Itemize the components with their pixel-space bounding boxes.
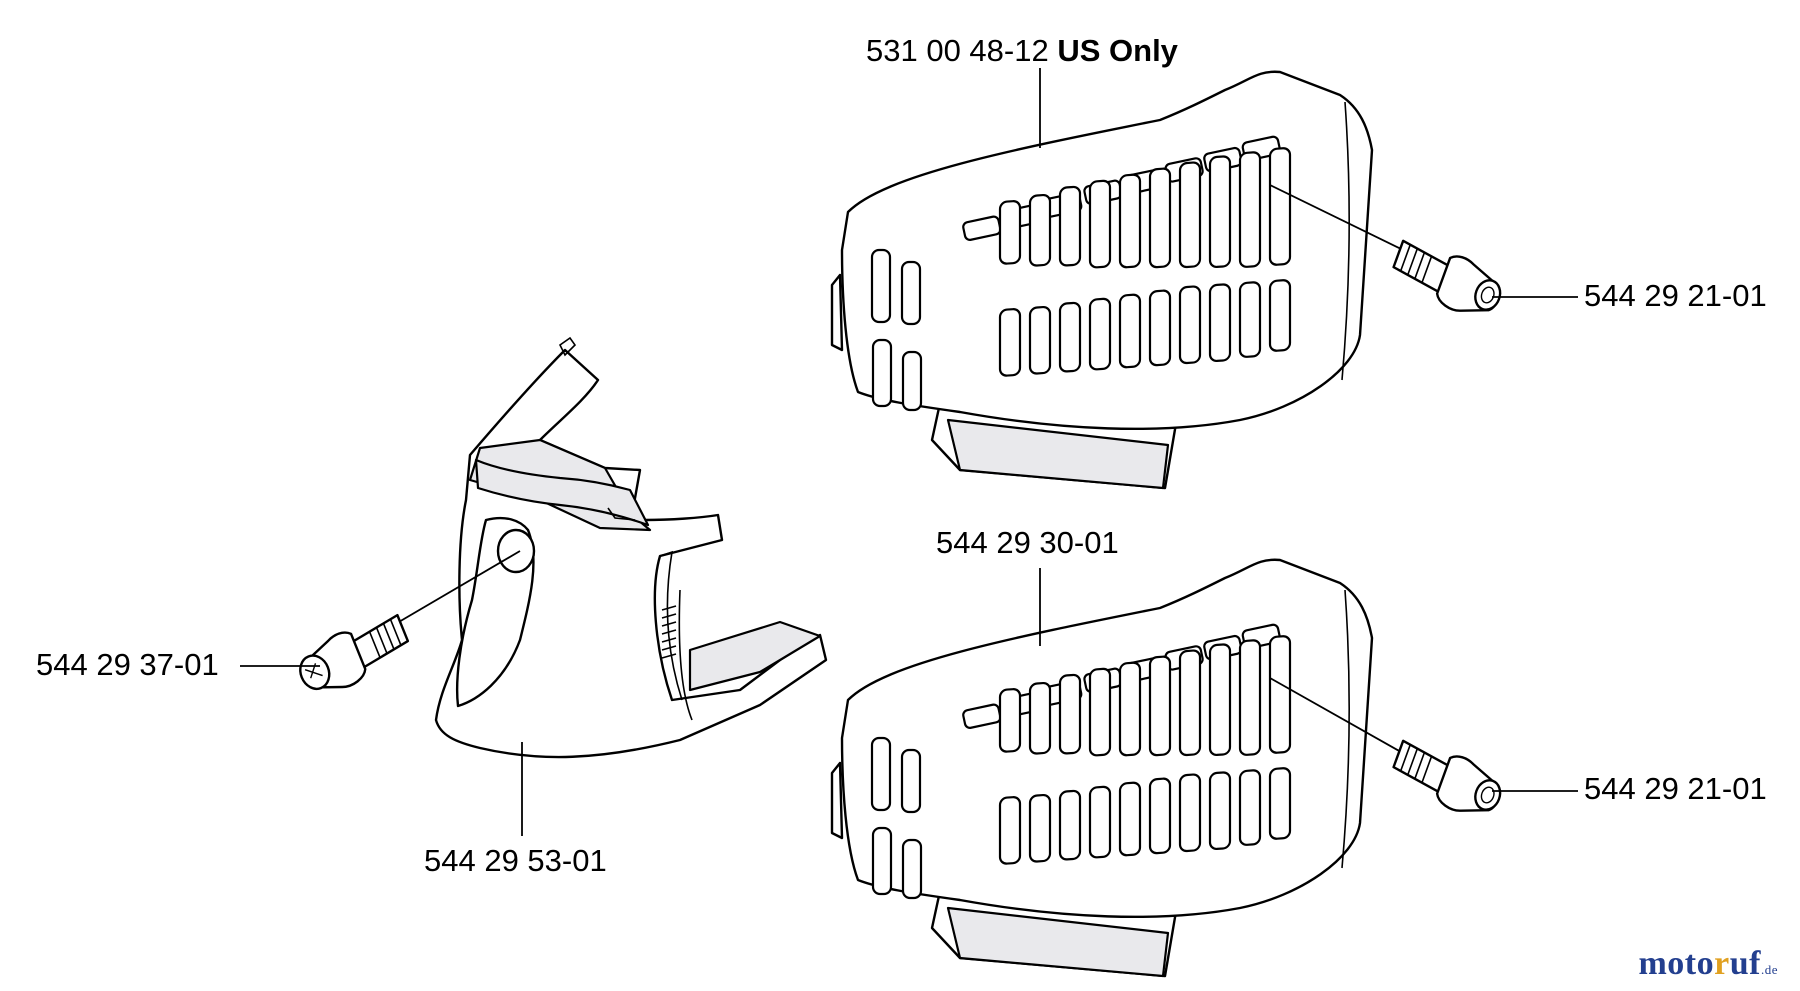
- screw-left: [299, 613, 410, 691]
- cover-bracket: [434, 336, 828, 759]
- callout-screw-top: 544 29 21-01: [1584, 278, 1767, 313]
- bracket-vent-slots: [661, 605, 677, 659]
- screw-left-axis-line: [391, 550, 521, 627]
- callout-screw-left: 544 29 37-01: [36, 647, 219, 682]
- cylinder-cover-us-only: [830, 70, 1374, 490]
- callout-cover-top-number: 531 00 48-12: [866, 33, 1049, 68]
- screw-bottom: [1385, 735, 1510, 825]
- callout-screw-bottom: 544 29 21-01: [1584, 771, 1767, 806]
- callout-bracket: 544 29 53-01: [424, 843, 607, 878]
- callout-cover-bottom: 544 29 30-01: [936, 525, 1119, 560]
- callout-cover-top: 531 00 48-12 US Only: [866, 35, 1178, 66]
- screw-top: [1385, 235, 1510, 325]
- cylinder-cover: [830, 558, 1374, 978]
- callout-cover-top-note: US Only: [1057, 33, 1178, 68]
- brand-logo: motoruf.de: [1638, 945, 1778, 982]
